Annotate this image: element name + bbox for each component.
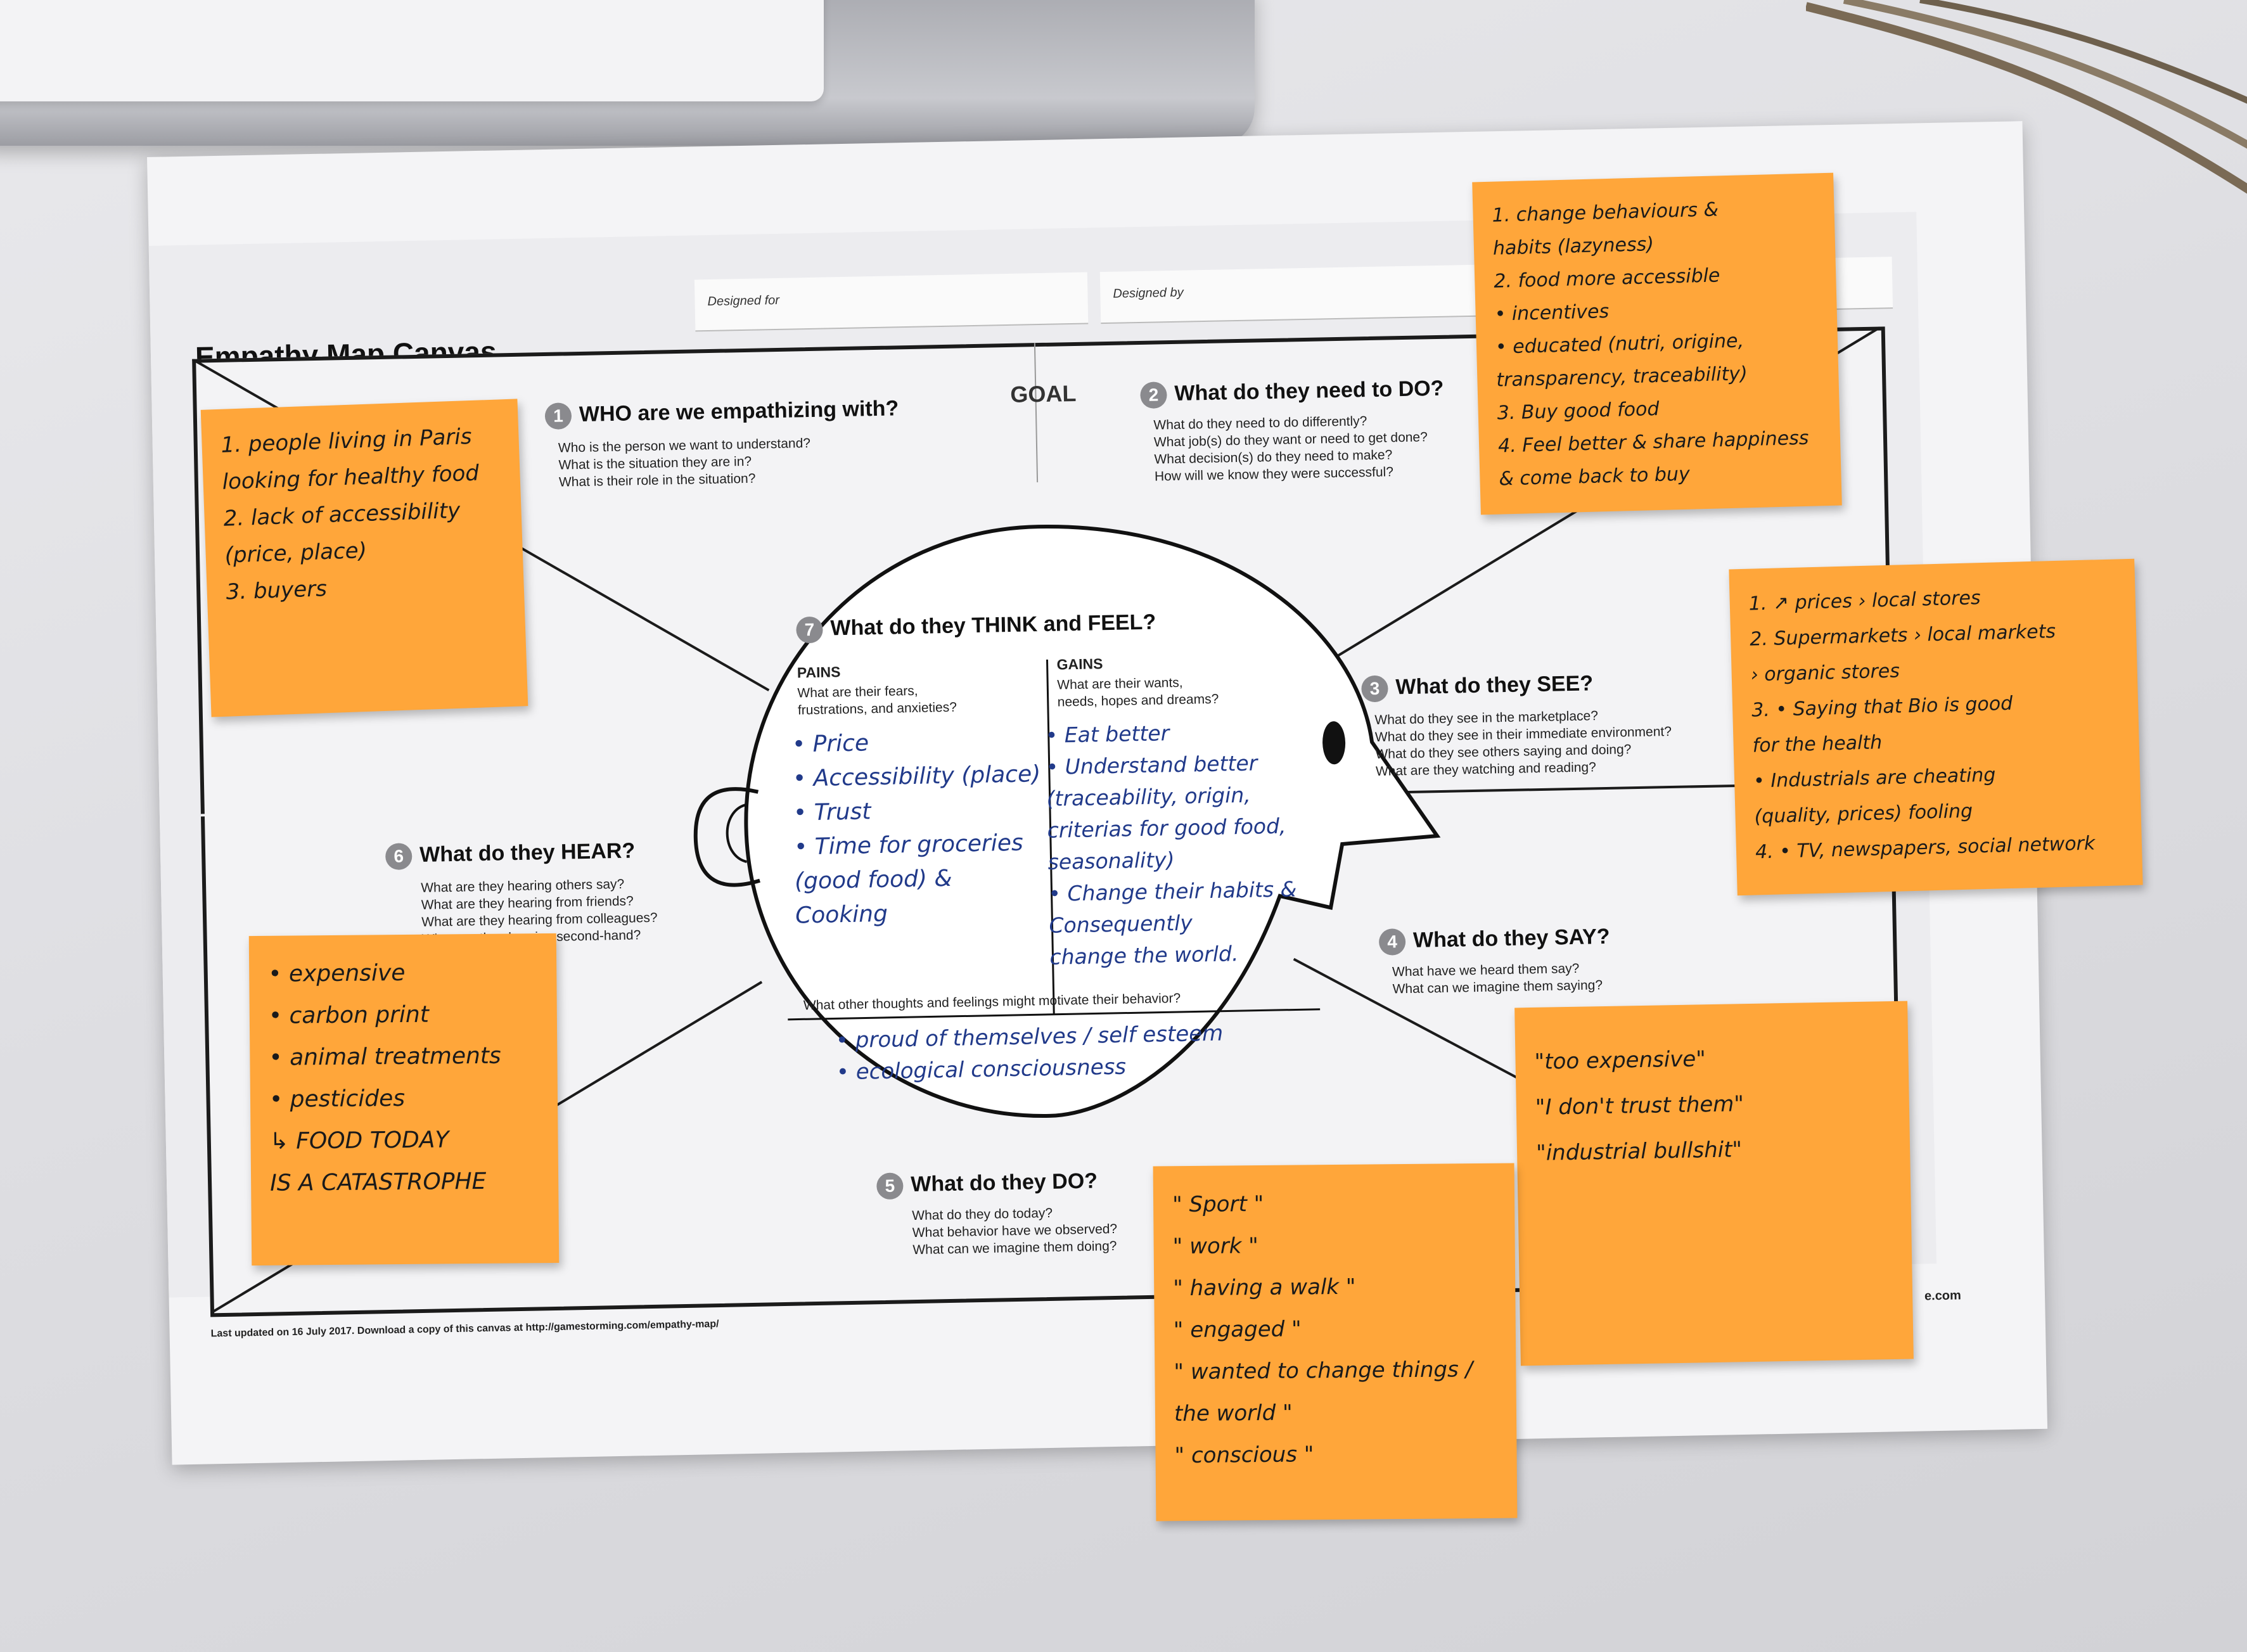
sticky-do-need[interactable]: 1. change behaviours & habits (lazyness)…: [1472, 173, 1842, 515]
gains-handwriting: • Eat better • Understand better (tracea…: [1045, 715, 1298, 973]
designed-by-label: Designed by: [1113, 286, 1184, 302]
see-number: 3: [1361, 676, 1388, 703]
do-number: 5: [876, 1172, 904, 1200]
sticky-say[interactable]: "too expensive" "I don't trust them" "in…: [1514, 1001, 1914, 1366]
think-feel-number: 7: [796, 617, 823, 644]
paper-stack: [0, 0, 824, 101]
who-number: 1: [545, 402, 572, 430]
goal-label: GOAL: [1010, 380, 1077, 408]
pains-handwriting: • Price • Accessibility (place) • Trust …: [791, 723, 1043, 933]
say-number: 4: [1379, 928, 1406, 956]
do-need-number: 2: [1140, 381, 1167, 409]
motivate-handwriting: • proud of themselves / self esteem • ec…: [835, 1018, 1224, 1089]
gains-desc: What are their wants, needs, hopes and d…: [1057, 674, 1219, 711]
sticky-hear[interactable]: • expensive • carbon print • animal trea…: [249, 933, 560, 1265]
designed-for-label: Designed for: [707, 293, 779, 309]
say-questions: What have we heard them say? What can we…: [1392, 959, 1603, 997]
laptop: [0, 0, 1255, 146]
footer-note: Last updated on 16 July 2017. Download a…: [211, 1319, 719, 1340]
who-questions: Who is the person we want to understand?…: [558, 435, 812, 491]
sticky-who[interactable]: 1. people living in Paris looking for he…: [201, 399, 528, 717]
sticky-see[interactable]: 1. ↗ prices › local stores 2. Supermarke…: [1729, 559, 2142, 896]
footer-right: e.com: [1924, 1288, 1961, 1303]
see-questions: What do they see in the marketplace? Wha…: [1374, 706, 1672, 780]
hear-number: 6: [385, 843, 413, 870]
designed-for-field[interactable]: Designed for: [695, 272, 1088, 332]
pains-title: PAINS: [797, 663, 841, 681]
do-questions: What do they do today? What behavior hav…: [912, 1203, 1118, 1258]
do-need-questions: What do they need to do differently? Wha…: [1153, 411, 1428, 485]
pains-desc: What are their fears, frustrations, and …: [797, 682, 957, 719]
gains-title: GAINS: [1056, 655, 1103, 673]
sticky-do[interactable]: " Sport " " work " " having a walk " " e…: [1153, 1163, 1518, 1521]
